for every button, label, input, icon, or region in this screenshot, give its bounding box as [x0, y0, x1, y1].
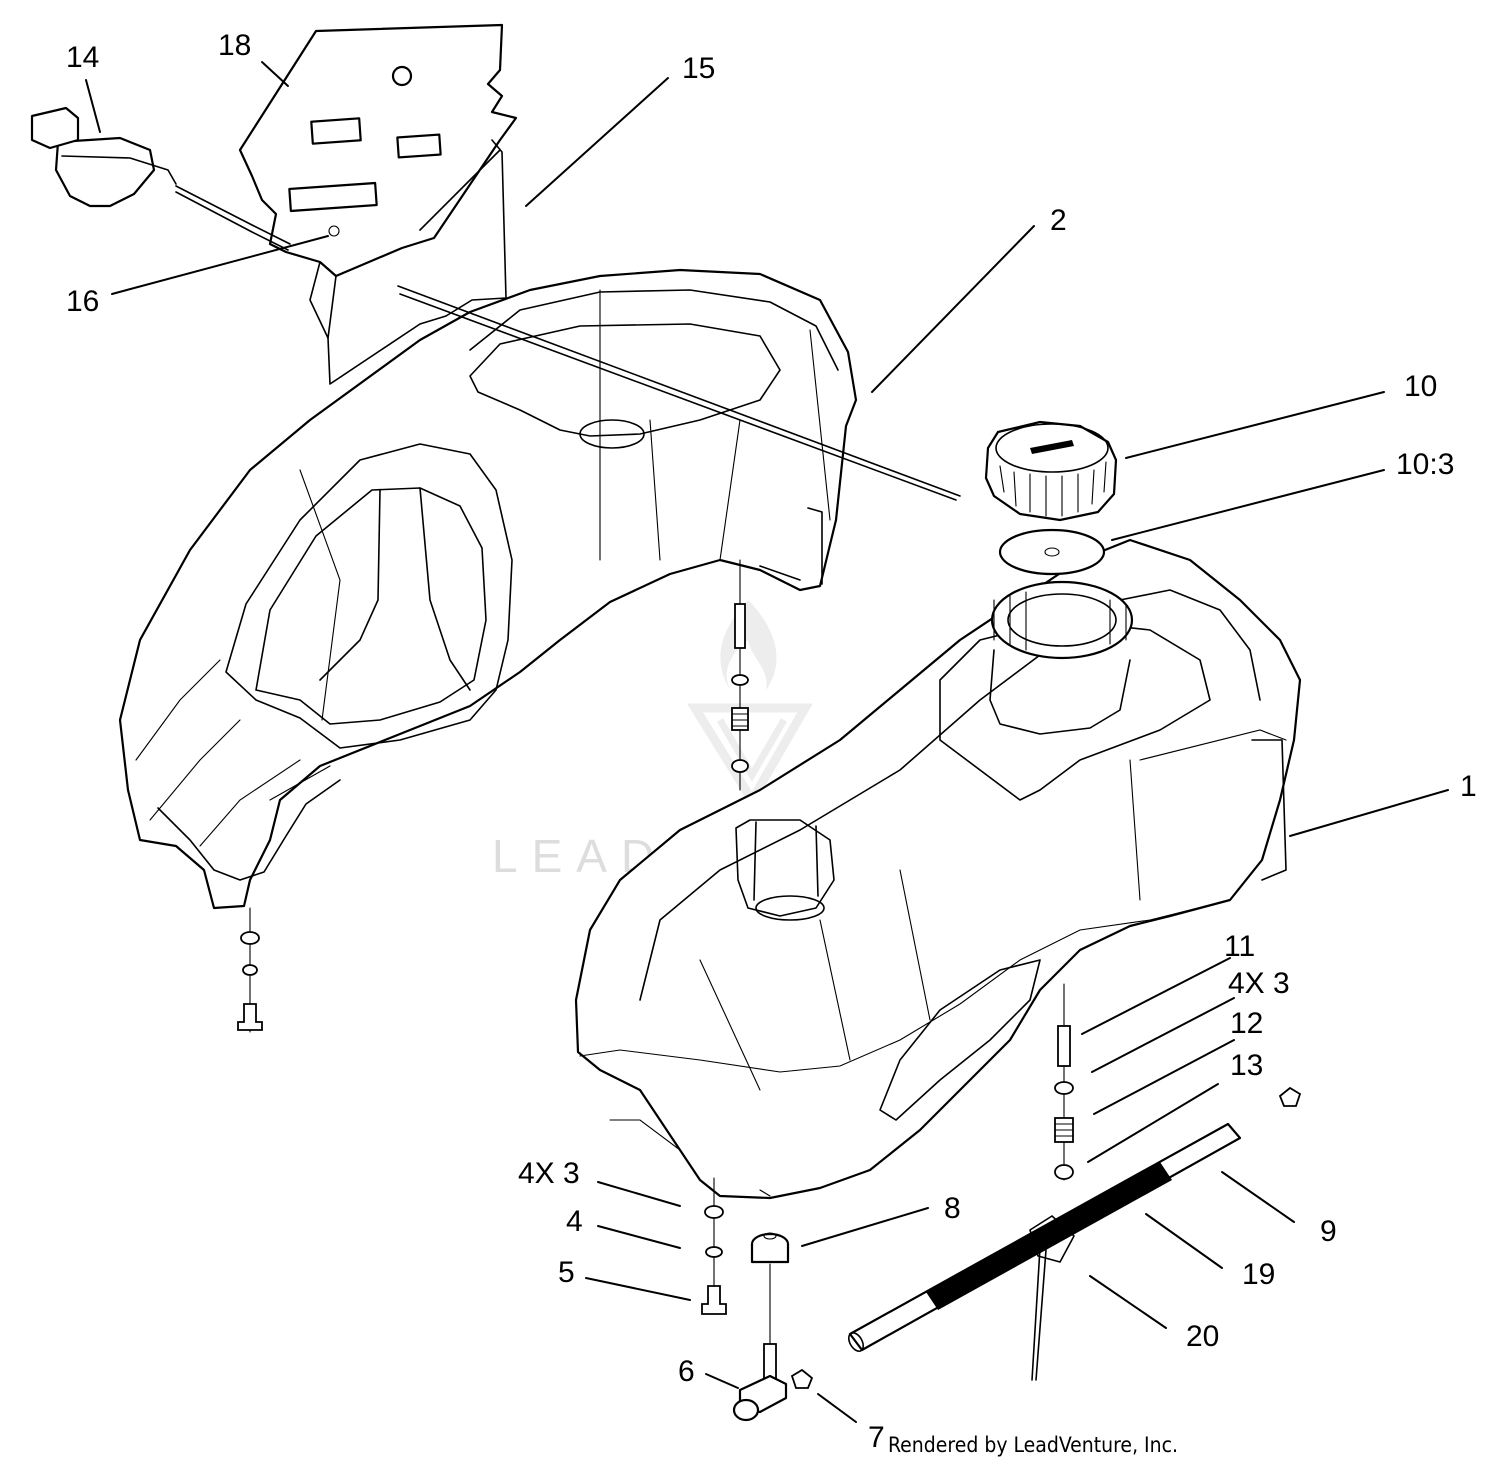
part-fuel-tank [574, 538, 1302, 1200]
fuel-tank-side-recess [879, 959, 1041, 1121]
callout-6: 6 [678, 1355, 695, 1388]
callout-4: 4 [566, 1205, 583, 1238]
fuel-line-rod [397, 285, 961, 497]
lower-left-hardware-stack [701, 1177, 727, 1315]
gasket-center [1044, 547, 1060, 557]
callout-13: 13 [1230, 1049, 1263, 1082]
bracket-plate-top [238, 23, 518, 278]
part-bracket-plate [238, 23, 518, 385]
fuel-cap-top [995, 423, 1109, 473]
callout-15: 15 [682, 52, 715, 85]
callout-12: 12 [1230, 1007, 1263, 1040]
fuel-tank-neck-well [939, 619, 1211, 801]
part-cap-gasket [998, 528, 1106, 576]
bracket-plate-side [309, 139, 507, 385]
washer-11 [1054, 1081, 1074, 1095]
cable-tie-loop [1029, 1215, 1075, 1263]
left-housing-side-opening [225, 443, 513, 749]
leader-lines [85, 61, 1449, 1423]
callout-2: 2 [1050, 204, 1067, 237]
callout-11: 11 [1224, 930, 1255, 963]
center-spacer [734, 603, 746, 649]
sensor-wire [175, 185, 291, 245]
washer-4x3 [704, 1205, 724, 1219]
sensor-plug [30, 106, 80, 150]
callout-1: 1 [1460, 770, 1477, 803]
left-housing-filler-hole [579, 419, 645, 449]
callout-8: 8 [944, 1192, 961, 1225]
callout-20: 20 [1186, 1320, 1219, 1353]
sensor-body [54, 136, 156, 208]
callout-labels: 14 18 15 16 2 10 10:3 1 11 4X 3 12 13 4X… [66, 29, 1477, 1457]
right-hardware-stack [1054, 983, 1074, 1181]
valve-knob [732, 1398, 760, 1422]
render-credit: Rendered by LeadVenture, Inc. [888, 1433, 1178, 1457]
callout-5: 5 [558, 1256, 575, 1289]
spacer-11 [1057, 1025, 1071, 1067]
part-cable-tie [1029, 1215, 1075, 1381]
left-housing-lower-lip [157, 779, 341, 881]
bolt-left [237, 1003, 263, 1031]
part-valve-assembly [732, 1232, 814, 1422]
callout-14: 14 [66, 41, 99, 74]
washer-4 [705, 1246, 723, 1258]
fuel-cap-body [984, 420, 1118, 522]
callout-4x3-left: 4X 3 [518, 1157, 580, 1190]
nut-13 [1054, 1164, 1074, 1180]
bolt-5 [701, 1285, 727, 1315]
callout-4x3-right: 4X 3 [1228, 967, 1290, 1000]
left-housing-body [118, 268, 858, 910]
callout-10: 10 [1404, 370, 1437, 403]
washer-left-1 [240, 931, 260, 945]
valve-clamp-7 [790, 1368, 814, 1389]
fuel-tank-cupholder [735, 819, 835, 917]
part-sensor-switch [30, 106, 291, 251]
center-spring [731, 707, 749, 731]
fuel-tank-neck [989, 649, 1131, 735]
center-washer [731, 674, 749, 686]
center-nut [731, 759, 749, 773]
callout-7: 7 [868, 1421, 885, 1454]
callout-16: 16 [66, 285, 99, 318]
fuel-tank-body [574, 538, 1302, 1200]
cable-tie-tail [1031, 1247, 1047, 1381]
left-hardware-stack [237, 907, 263, 1033]
left-housing-top-rim [469, 289, 839, 371]
washer-left-2 [242, 964, 258, 976]
part-fuel-hose [847, 1122, 1242, 1352]
plate-slot-1 [310, 117, 362, 145]
callout-18: 18 [218, 29, 251, 62]
hose-clamp-icon [1278, 1086, 1302, 1107]
callout-19: 19 [1242, 1258, 1275, 1291]
callout-10-3: 10:3 [1396, 448, 1454, 481]
fuel-tank-top-rim [639, 589, 1261, 1001]
plate-screw [328, 225, 340, 237]
bracket-plate-fold [327, 149, 501, 339]
flame-logo-icon [686, 600, 813, 809]
center-hardware-stack [731, 559, 749, 791]
plate-hole [391, 65, 413, 87]
part-fuel-cap [984, 420, 1118, 522]
fuel-cap-logo [1030, 440, 1074, 454]
callout-9: 9 [1320, 1215, 1337, 1248]
part-left-housing [118, 268, 858, 910]
plate-slot-3 [288, 181, 378, 213]
plate-slot-2 [396, 133, 442, 159]
